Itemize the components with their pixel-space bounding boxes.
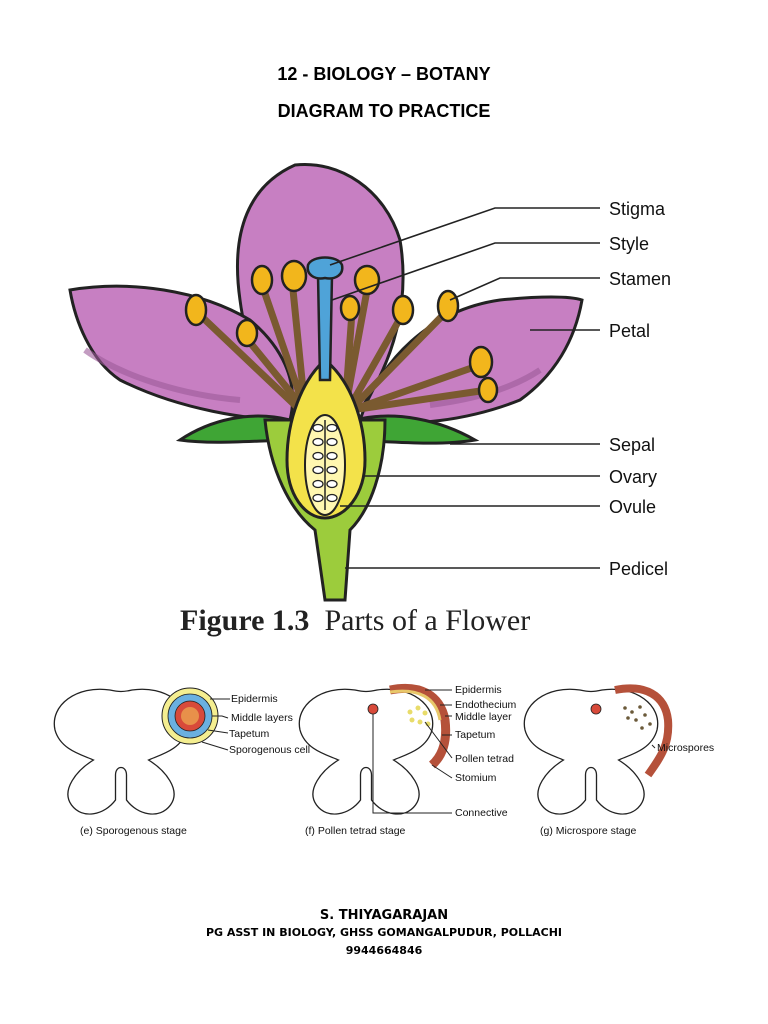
- stigma: [306, 256, 344, 280]
- label-style: Style: [609, 234, 650, 254]
- header-title: 12 - BIOLOGY – BOTANY: [277, 64, 491, 84]
- style: [316, 273, 334, 382]
- ovules: [312, 423, 338, 503]
- label-sepal: Sepal: [609, 435, 656, 455]
- f-label-tapetum: Tapetum: [455, 729, 496, 741]
- f-label-connective: Connective: [455, 807, 508, 819]
- figure-number: Figure 1.3: [180, 604, 310, 637]
- g-label-microspores: Microspores: [657, 742, 715, 754]
- figure-caption: Figure 1.3 Parts of a Flower: [180, 604, 530, 638]
- e-caption: (e) Sporogenous stage: [80, 825, 187, 837]
- label-stamen: Stamen: [609, 269, 672, 289]
- f-caption: (f) Pollen tetrad stage: [305, 825, 406, 837]
- f-label-endothecium: Endothecium: [455, 699, 517, 711]
- f-label-epidermis: Epidermis: [455, 684, 502, 696]
- anther-g-wall: [614, 684, 673, 778]
- leader-lines: [329, 207, 600, 569]
- e-label-tapetum: Tapetum: [229, 728, 270, 740]
- footer-name: S. THIYAGARAJAN: [319, 908, 449, 923]
- anther-stages-diagram: [53, 683, 673, 815]
- footer-designation: PG ASST IN BIOLOGY, GHSS GOMANGALPUDUR, …: [205, 926, 563, 939]
- label-petal: Petal: [609, 321, 651, 341]
- petal-left-shade: [83, 347, 241, 403]
- e-label-sporogenous-cell: Sporogenous cell: [229, 744, 311, 756]
- label-ovary: Ovary: [609, 467, 658, 487]
- f-label-middle-layer: Middle layer: [455, 711, 512, 723]
- anther-f-wall: [389, 683, 451, 769]
- footer-phone: 9944664846: [345, 944, 423, 957]
- f-label-stomium: Stomium: [455, 772, 497, 784]
- flower-diagram: [68, 162, 600, 602]
- anther-f: [298, 688, 434, 815]
- label-pedicel: Pedicel: [609, 559, 669, 579]
- e-label-middle-layers: Middle layers: [231, 712, 293, 724]
- header-subtitle: DIAGRAM TO PRACTICE: [277, 101, 491, 121]
- f-label-pollen-tetrad: Pollen tetrad: [455, 753, 514, 765]
- anthers: [184, 259, 499, 404]
- label-ovule: Ovule: [609, 497, 657, 517]
- figure-title: Parts of a Flower: [324, 604, 531, 637]
- label-stigma: Stigma: [609, 199, 666, 219]
- g-caption: (g) Microspore stage: [540, 825, 637, 837]
- e-label-epidermis: Epidermis: [231, 693, 278, 705]
